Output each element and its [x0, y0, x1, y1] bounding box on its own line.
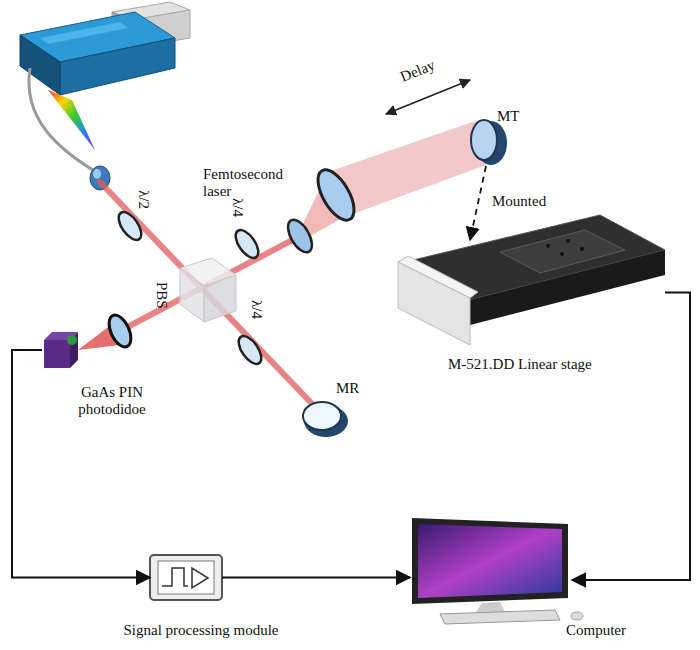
monitor-frame: [412, 518, 568, 604]
collimating-lens: [311, 164, 362, 225]
node-label: Computer: [566, 622, 656, 639]
spectrum-wedge: [48, 90, 95, 150]
quarter-wave-plate: [231, 226, 262, 261]
pbs-side: [204, 275, 236, 322]
waveplate-label: λ/2: [135, 190, 152, 209]
mount-hole: [560, 252, 564, 256]
waveplate-label: λ/4: [229, 198, 246, 217]
pbs-label: PBS: [153, 282, 170, 309]
signal-processing-module: Signal processing module: [150, 555, 222, 600]
laser-panel: [40, 22, 128, 44]
delay-label: Delay: [398, 57, 438, 86]
signal-wire: [222, 577, 410, 579]
node-label: MT: [497, 108, 527, 125]
mount-hole: [580, 247, 584, 251]
computer: Computer: [410, 515, 572, 623]
signal-wire: [572, 293, 690, 581]
pulse-symbol: [162, 568, 188, 586]
laser-front: [60, 38, 175, 95]
laser-beam: [120, 236, 300, 331]
delay-arrow: [386, 80, 470, 114]
stage-end-block: [398, 262, 470, 345]
collimator-highlight: [93, 169, 101, 179]
keyboard: [440, 610, 560, 624]
linear-stage: M-521.DD Linear stage: [400, 240, 665, 345]
amplifier-symbol: [192, 568, 208, 588]
node-label: M-521.DD Linear stage: [448, 356, 668, 373]
mirror-mt: MT: [470, 118, 502, 166]
node-label: Femtosecond laser: [203, 166, 287, 201]
laser-device: Femtosecond laser: [15, 10, 177, 98]
node-label: Signal processing module: [96, 622, 306, 639]
mounting-arrow: [470, 166, 486, 240]
photodiode: GaAs PIN photodidoe: [42, 332, 78, 368]
photodiode-window: [67, 335, 77, 345]
module-panel: [158, 561, 214, 594]
mirror-face: [471, 120, 497, 160]
mirror-face: [303, 402, 341, 430]
waveplate-label: λ/4: [248, 300, 265, 319]
monitor-screen: [418, 524, 562, 598]
stage-carriage: [500, 230, 625, 273]
mouse: [571, 612, 583, 620]
mirror-mr: MR: [300, 398, 348, 438]
node-label: MR: [336, 380, 366, 397]
photodiode-front: [44, 340, 70, 368]
optical-fiber: [29, 68, 96, 172]
node-label: GaAs PIN photodidoe: [62, 384, 162, 419]
mount-hole: [566, 239, 570, 243]
module-case: [150, 555, 222, 600]
half-wave-plate: [114, 208, 145, 243]
laser-beam: [100, 182, 318, 410]
laser-side: [20, 35, 60, 95]
edge-label: Mounted: [492, 193, 546, 210]
focusing-lens: [105, 312, 136, 350]
pbs-front: [180, 268, 204, 322]
mount-hole: [546, 244, 550, 248]
lens: [283, 216, 317, 256]
quarter-wave-plate: [234, 332, 265, 367]
